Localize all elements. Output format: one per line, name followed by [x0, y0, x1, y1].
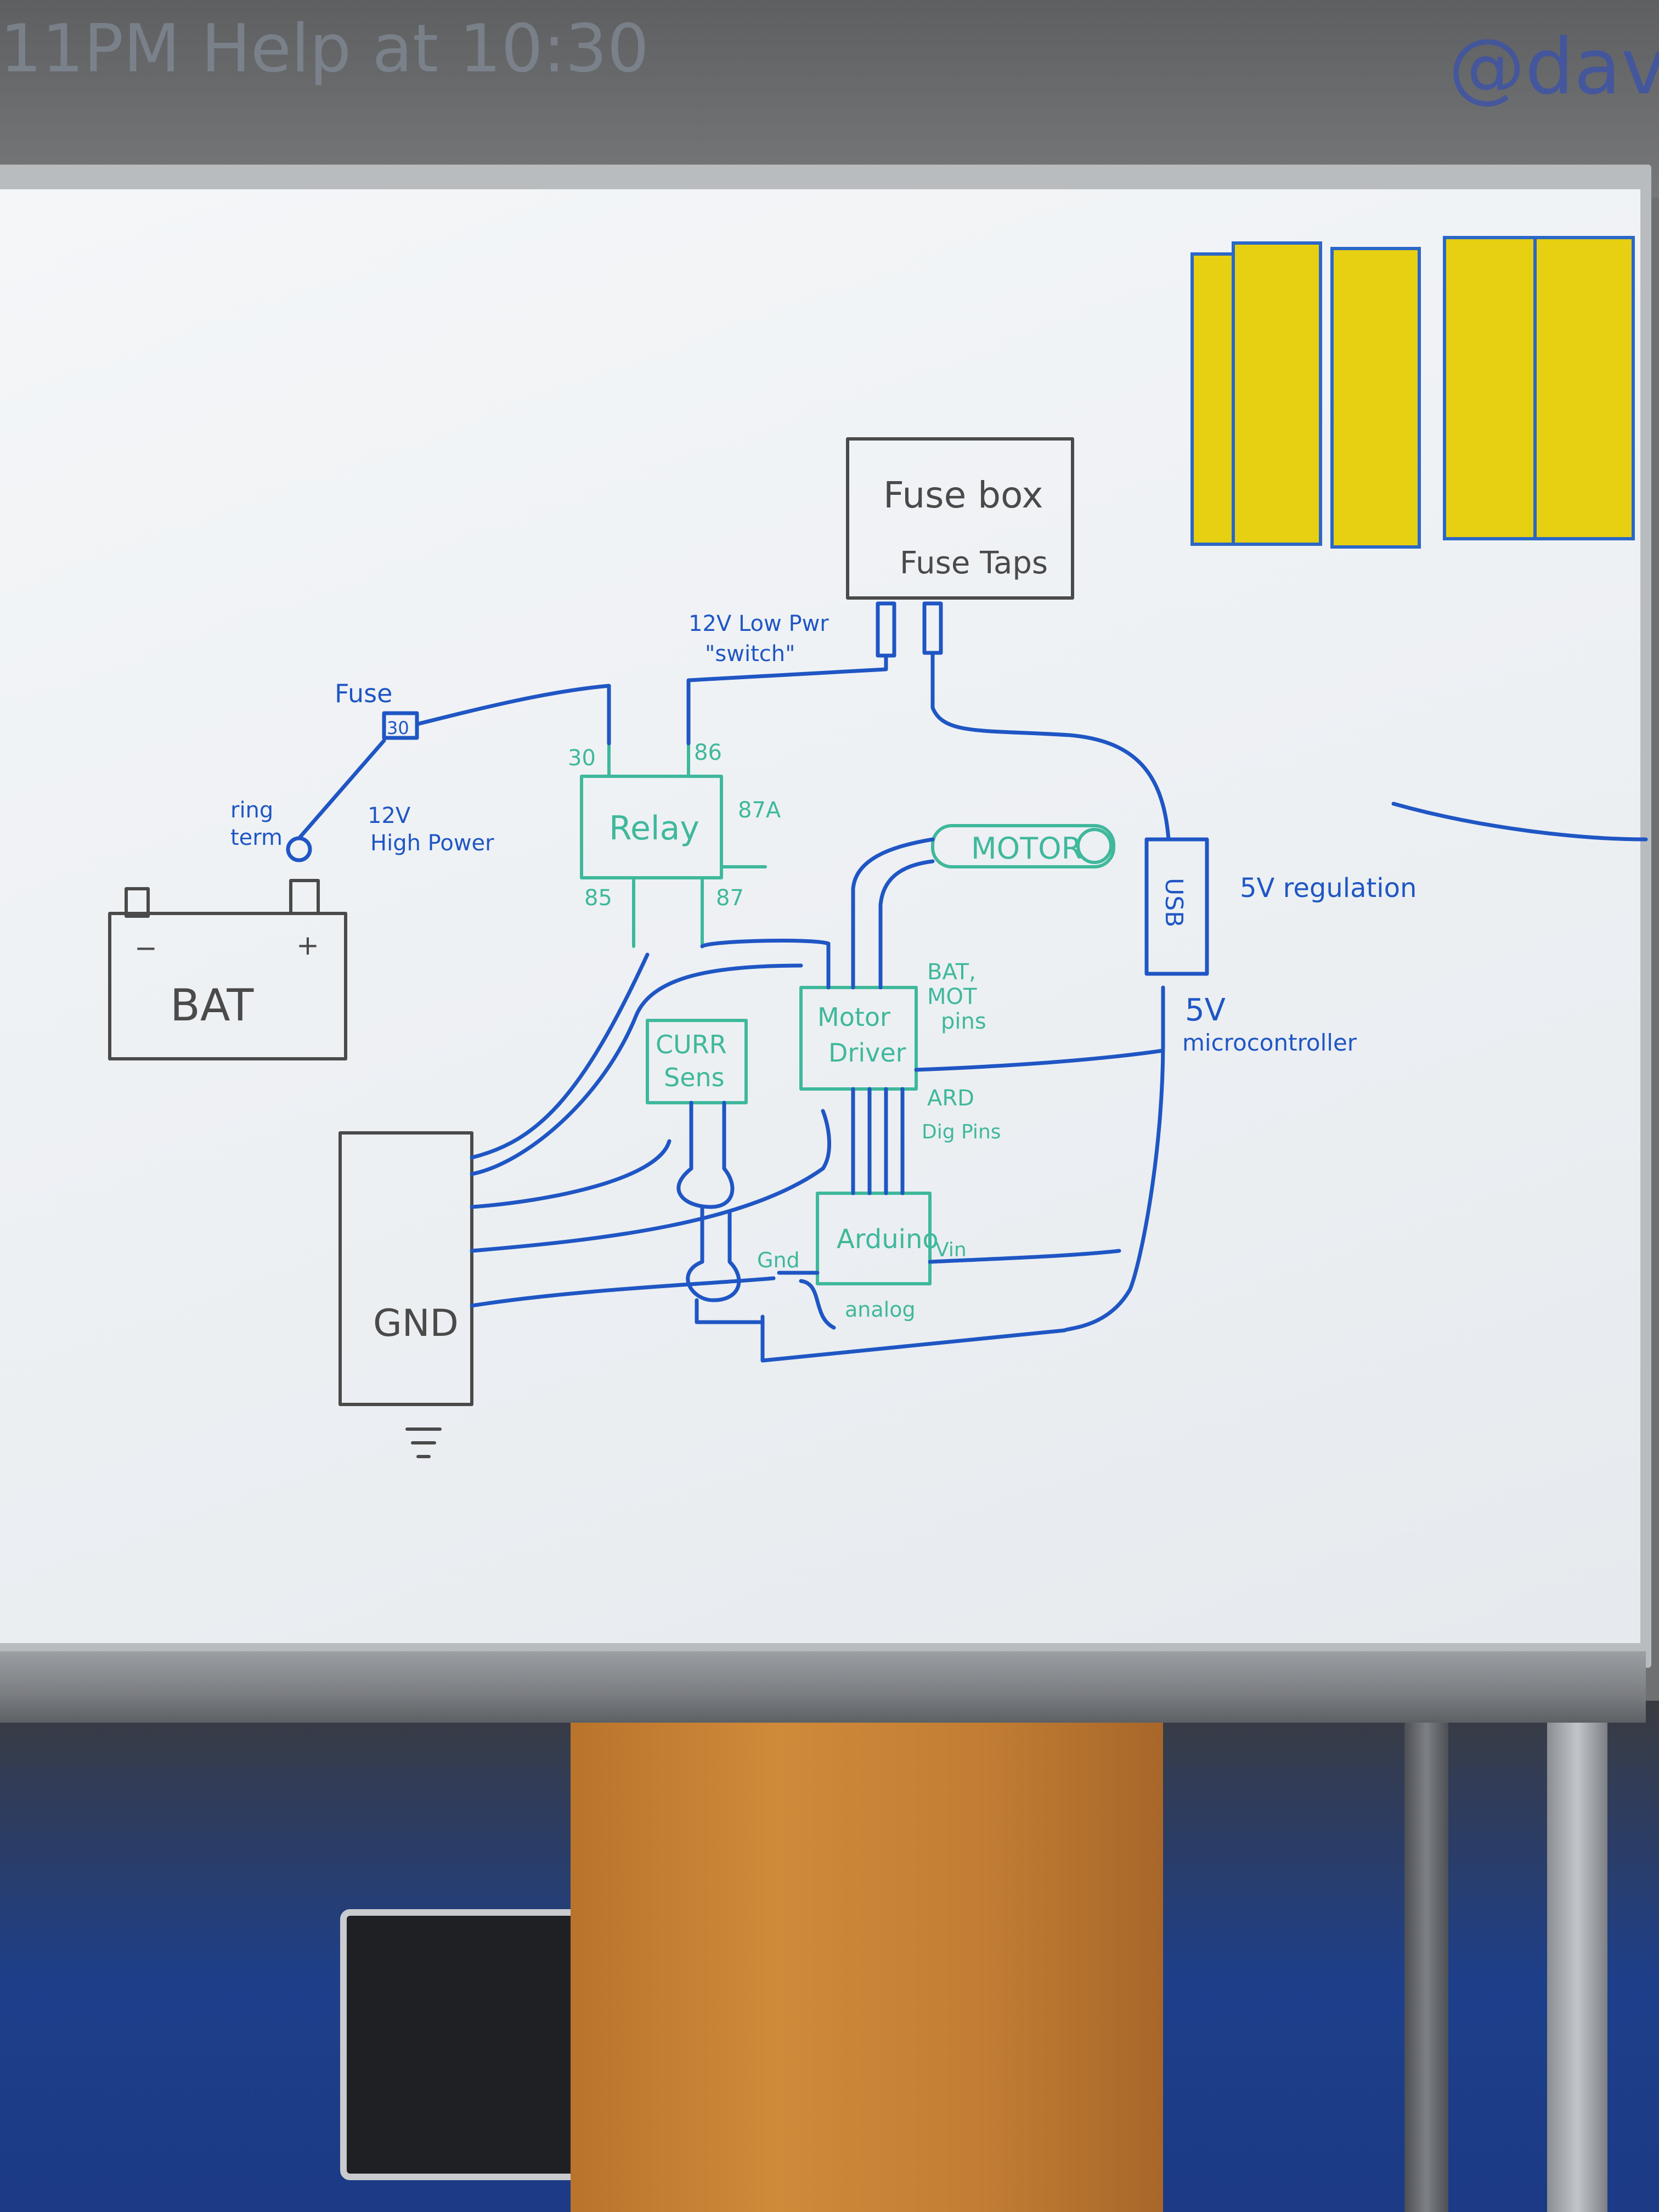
teal-ink-group: [580, 742, 1115, 1285]
blue-wires: [286, 601, 1648, 1363]
fuse-label: Fuse: [335, 679, 392, 708]
fuse-tap-2: [922, 601, 943, 655]
stand-leg: [1547, 1712, 1607, 2212]
motor-shaft: [1076, 828, 1113, 864]
regulation-label: 5V regulation: [1240, 873, 1417, 904]
wall-text-left: 11PM Help at 10:30: [0, 11, 649, 87]
motor-driver-label-1: Motor: [817, 1002, 890, 1032]
gnd-wires-upper: [470, 952, 803, 1176]
usb-5v-wire: [760, 985, 1165, 1363]
battery-terminal-neg: [125, 887, 150, 918]
ring-terminal: [286, 836, 312, 862]
wall-text-right: @david: [1448, 22, 1659, 112]
battery-terminal-pos: [289, 879, 320, 915]
relay-pin-30: 30: [568, 746, 596, 771]
relay-pin-87a: 87A: [738, 798, 781, 823]
yellow-tape-strip: [1533, 236, 1635, 540]
wall-whiteboard-writing: 11PM Help at 10:30 @david: [0, 11, 1659, 112]
relay-87-to-driver: [700, 939, 831, 990]
curr-sens-label-1: CURR: [656, 1030, 727, 1059]
analog-label: analog: [845, 1297, 916, 1322]
bat-mot-label-3: pins: [941, 1009, 986, 1034]
stand-leg: [1404, 1712, 1448, 2212]
usb-label: USB: [1160, 878, 1188, 927]
relay-label: Relay: [609, 809, 699, 848]
fuse-tap-1: [876, 601, 896, 658]
marker-tray: [0, 1651, 1646, 1723]
ard-label-2: Dig Pins: [922, 1121, 1001, 1143]
battery-minus: −: [134, 932, 157, 964]
curr-sens-box: [646, 1019, 748, 1104]
current-sensor-loop: [676, 1101, 820, 1324]
fuse-taps-label: Fuse Taps: [900, 545, 1048, 581]
ring-term-label-2: term: [230, 825, 283, 850]
ard-label-1: ARD: [927, 1086, 974, 1111]
fuse-to-usb-wire: [930, 651, 1171, 842]
fuse-box-label: Fuse box: [883, 474, 1043, 516]
relay-box: [580, 775, 723, 879]
relay-pin-85: 85: [584, 885, 612, 911]
motor-driver-box: [799, 986, 918, 1091]
usb-box: [1144, 837, 1209, 976]
five-v-label: 5V: [1185, 992, 1226, 1028]
motor-driver-label-2: Driver: [828, 1038, 906, 1068]
arduino-box: [816, 1192, 932, 1285]
relay-pin-86: 86: [694, 740, 722, 765]
gnd-small-label: Gnd: [757, 1248, 800, 1272]
curr-sens-label-2: Sens: [664, 1063, 725, 1092]
high-power-label-2: High Power: [370, 831, 494, 856]
battery-box: [108, 912, 347, 1060]
wooden-cabinet: [571, 1717, 1163, 2212]
ground-symbol: [405, 1427, 442, 1458]
gnd-wires-middle: [470, 1109, 831, 1253]
low-power-switch-wire: [686, 653, 888, 746]
switch-label: "switch": [705, 641, 795, 667]
gnd-wires-lower: [470, 1276, 776, 1308]
black-ink-group: [108, 437, 1074, 1458]
yellow-tape-strip: [1232, 241, 1322, 546]
stray-line: [1391, 802, 1648, 842]
gnd-block: [338, 1131, 473, 1406]
ring-term-label-1: ring: [230, 798, 273, 823]
high-power-wire: [297, 684, 611, 840]
relay-pin-87: 87: [716, 885, 744, 911]
vin-wire: [928, 1249, 1121, 1264]
bat-mot-label-2: MOT: [927, 984, 977, 1009]
vin-label: Vin: [935, 1239, 967, 1261]
yellow-tape-strip: [1330, 247, 1421, 549]
digital-pin-wires: [851, 1087, 905, 1195]
bat-mot-label-1: BAT,: [927, 960, 976, 985]
gnd-block-label: GND: [373, 1302, 459, 1345]
arduino-label: Arduino: [837, 1224, 939, 1255]
relay-pins: [607, 742, 767, 948]
driver-to-motor-wires: [851, 837, 935, 990]
battery-plus: +: [296, 929, 319, 961]
motor-body: [931, 824, 1115, 868]
microcontroller-label: microcontroller: [1182, 1029, 1357, 1056]
high-power-label-1: 12V: [368, 803, 411, 828]
fuse-box: [846, 437, 1074, 600]
battery-label: BAT: [170, 980, 254, 1031]
fuse-value: 30: [387, 718, 409, 738]
low-power-label: 12V Low Pwr: [689, 611, 829, 636]
analog-wire: [799, 1279, 836, 1330]
motor-label: MOTOR: [971, 831, 1082, 866]
